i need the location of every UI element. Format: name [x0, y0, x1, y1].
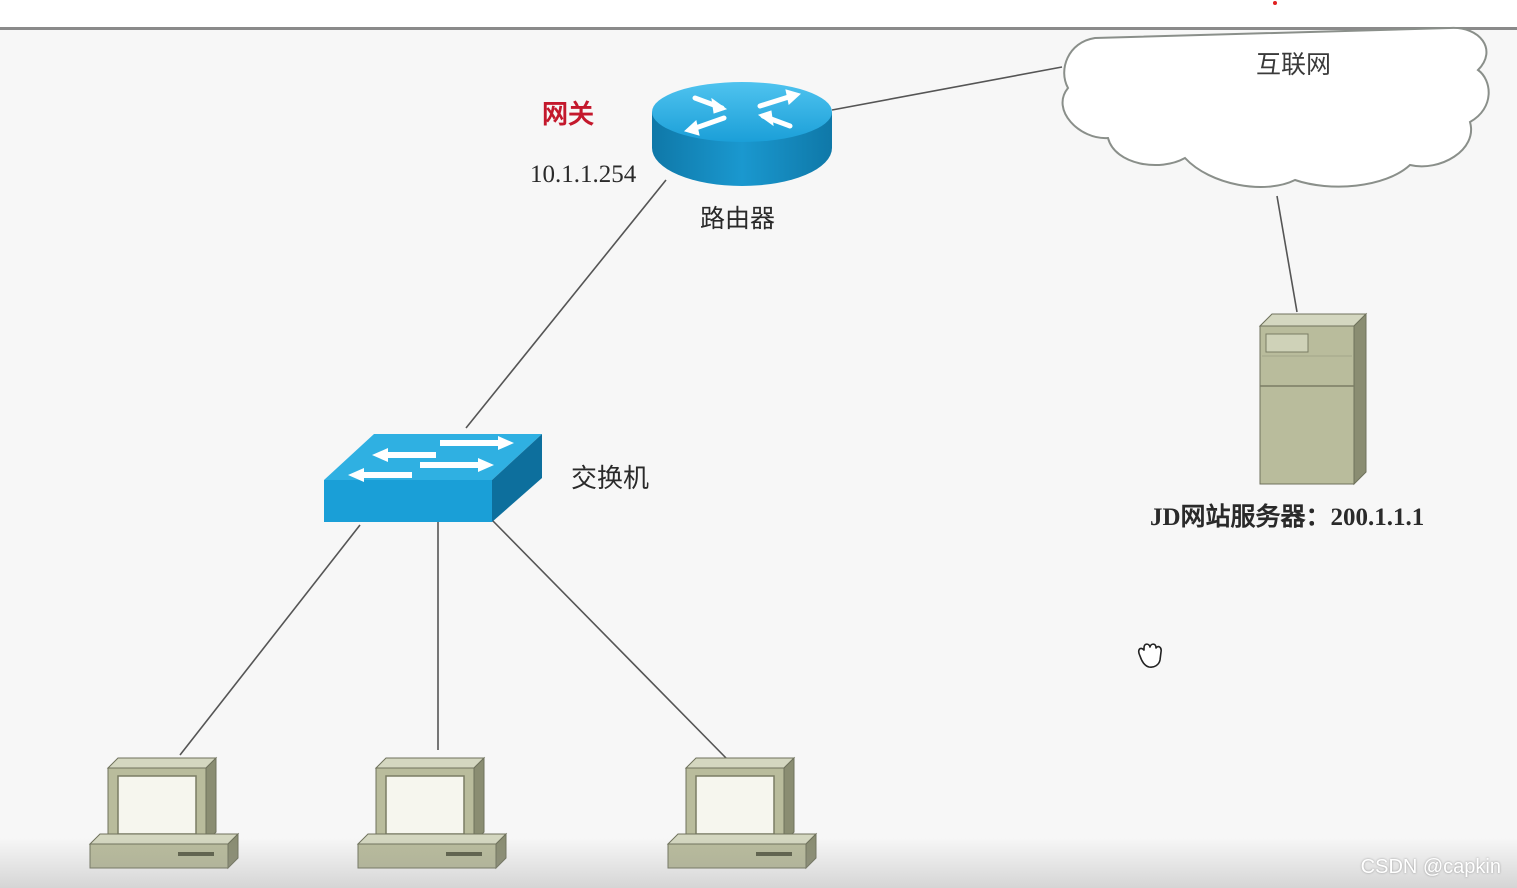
link-internet-server — [1276, 195, 1298, 313]
router-icon — [652, 82, 832, 186]
top-divider — [0, 0, 1517, 30]
footer-shade — [0, 838, 1517, 888]
gateway-ip-label: 10.1.1.254 — [530, 161, 637, 188]
red-dot-marker — [1273, 1, 1277, 5]
link-switch-pc3 — [491, 519, 729, 761]
switch-label: 交换机 — [571, 464, 650, 494]
server-label: JD网站服务器：200.1.1.1 — [1150, 504, 1425, 531]
link-switch-pc1 — [179, 524, 361, 756]
cloud-icon — [1061, 26, 1490, 188]
internet-label: 互联网 — [1256, 50, 1332, 79]
gateway-label: 网关 — [542, 100, 595, 130]
watermark-text: CSDN @capkin — [1360, 856, 1501, 878]
link-router-internet — [831, 66, 1063, 111]
computer-icon — [356, 756, 508, 870]
computer-icon — [88, 756, 240, 870]
computer-icon — [666, 756, 818, 870]
router-label: 路由器 — [700, 204, 776, 233]
link-router-switch — [465, 179, 667, 429]
connection-lines — [179, 66, 1298, 761]
switch-icon — [324, 434, 542, 522]
server-icon — [1258, 312, 1368, 486]
hand-cursor-icon — [1137, 643, 1162, 668]
